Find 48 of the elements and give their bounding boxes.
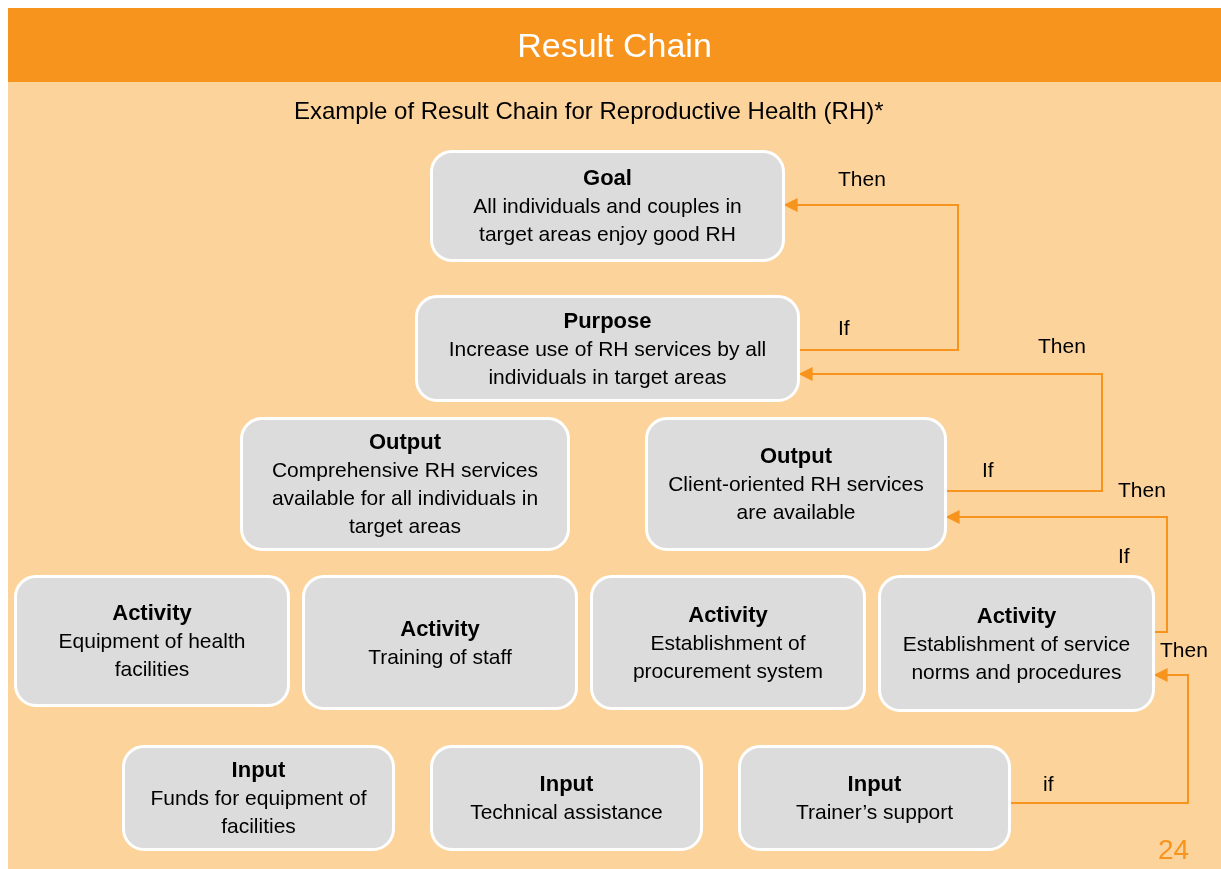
box-text: Training of staff [368,643,512,670]
condition-text: if [1043,772,1054,796]
box-heading: Input [539,770,594,798]
result-box [415,295,800,402]
box-heading: Activity [688,600,768,629]
result-box [240,417,570,551]
box-heading: Output [759,442,833,470]
condition-text: Then [1038,334,1086,358]
box-text: Equipment of health facilities [57,628,247,682]
box-text: Technical assistance [470,799,663,825]
box-text: Client-oriented RH services are available [667,471,925,525]
condition-text: If [1118,544,1130,568]
result-box [122,745,395,851]
condition-text: If [982,458,994,482]
result-box [878,575,1155,712]
result-box [590,575,866,710]
box-text: Trainer’s support [795,799,954,825]
box-heading: Purpose [563,306,652,335]
box-text: Comprehensive RH services available for all individuals in target areas [270,457,540,539]
title-banner: Result Chain [8,8,1221,82]
box-heading: Input [847,770,902,798]
box-heading: Input [231,756,286,784]
box-heading: Activity [112,599,192,627]
box-heading: Output [368,428,442,456]
connector-arrow [1010,668,1189,804]
result-box [430,150,785,262]
box-text: Establishment of procurement system [631,629,825,684]
result-box [430,745,703,851]
connector-arrow [945,510,1168,633]
condition-text: If [838,316,850,340]
result-box [645,417,947,551]
result-box [738,745,1011,851]
box-text: All individuals and couples in target areas enjoy good RH [472,193,743,247]
box-heading: Activity [976,601,1057,630]
result-box [302,575,578,710]
box-text: Establishment of service norms and procedures [901,630,1132,685]
condition-text: Then [1160,638,1208,662]
connector-arrow [783,198,959,351]
subtitle: Example of Result Chain for Reproductive Health (RH)* [294,97,884,125]
condition-text: Then [1118,478,1166,502]
box-text: Funds for equipment of facilities [149,785,368,839]
connector-arrow [798,367,1103,492]
box-heading: Goal [583,164,632,192]
box-text: Increase use of RH services by all individuals in target areas [447,335,768,390]
condition-text: Then [838,167,886,191]
page-number: 24 [1158,834,1190,866]
result-box [14,575,290,707]
box-heading: Activity [400,614,480,643]
